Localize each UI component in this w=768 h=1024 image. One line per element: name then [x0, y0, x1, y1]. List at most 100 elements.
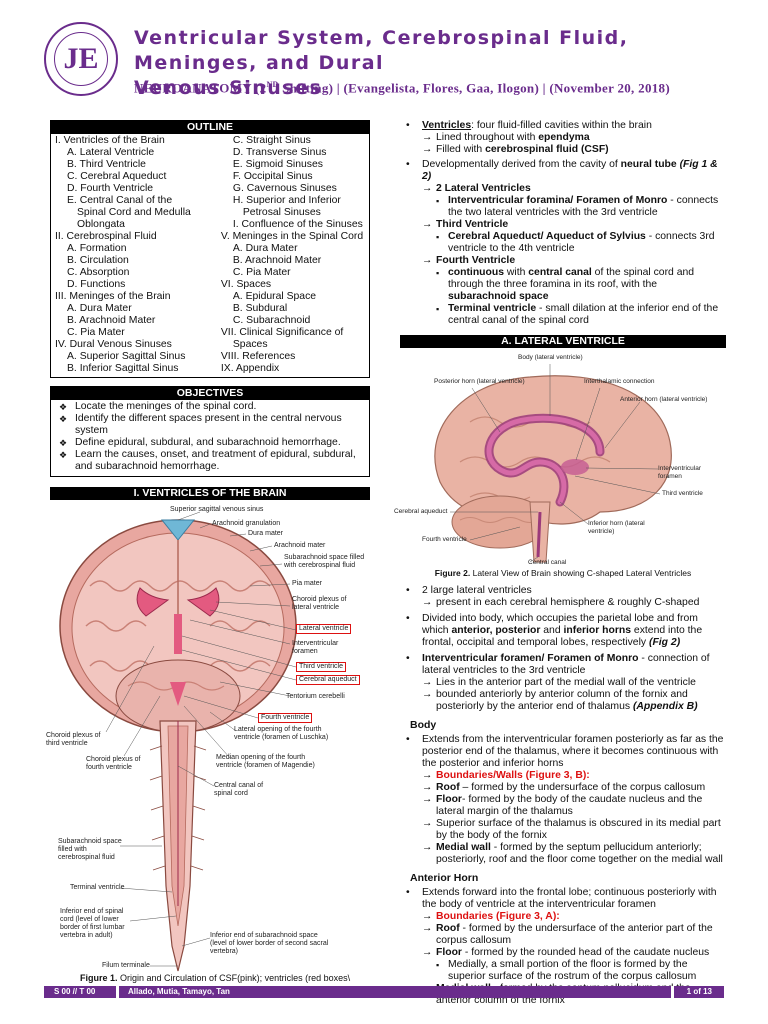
lateral-brain-diagram: [434, 364, 672, 563]
outline-item: B. Circulation: [67, 255, 129, 266]
bullet-ventricles: Ventricles: four fluid-filled cavities w…: [400, 120, 726, 132]
outline-item: C. Cerebral Aqueduct: [67, 171, 167, 182]
fig2-label-interthalamic: Interthalamic connection: [584, 378, 655, 385]
fig2-label-central-canal: Central canal: [528, 559, 567, 566]
item-anterior-medially: Medially, a small portion of the floor i…: [400, 959, 726, 983]
outline-item: C. Pia Mater: [67, 327, 125, 338]
fig2-label-posterior-horn: Posterior horn (lateral ventricle): [434, 378, 525, 385]
objective-item: Define epidural, subdural, and subarachn…: [55, 437, 365, 449]
arrow-anterior-floor: Floor - formed by the rounded head of th…: [400, 947, 726, 959]
fig1-label-central-canal: Central canal of spinal cord: [214, 782, 264, 797]
outline-item: B. Subdural: [232, 303, 288, 314]
outline-item: A. Superior Sagittal Sinus: [67, 351, 186, 362]
outline-item: B. Third Ventricle: [67, 159, 146, 170]
section-heading-ventricles: I. VENTRICLES OF THE BRAIN: [50, 487, 370, 500]
outline-item: I. Ventricles of the Brain: [55, 135, 165, 146]
fig1-label-lateral-ventricle: Lateral ventricle: [296, 624, 352, 634]
title-line-1: Ventricular System, Cerebrospinal Fluid,…: [134, 27, 629, 74]
fig1-label-lateral-opening: Lateral opening of the fourth ventricle …: [234, 726, 329, 741]
arrow-lies: Lies in the anterior part of the medial …: [400, 677, 726, 689]
arrow-body-boundaries: Boundaries/Walls (Figure 3, B):: [400, 770, 726, 782]
fig1-label-sss: Superior sagittal venous sinus: [170, 506, 264, 513]
objectives-heading: OBJECTIVES: [51, 387, 369, 400]
bullet-two-large: 2 large lateral ventricles: [400, 585, 726, 597]
arrow-third-ventricle: Third Ventricle: [400, 219, 726, 231]
footer-code: S 00 // T 00: [54, 987, 96, 996]
school-seal-logo: JE: [44, 22, 118, 96]
fig1-label-arachnoid-granulation: Arachnoid granulation: [212, 520, 281, 527]
bullet-body-extends: Extends from the interventricular forame…: [400, 734, 726, 770]
outline-item: VIII. References: [220, 351, 296, 362]
fig1-label-subarachnoid-space: Subarachnoid space filled with cerebrosp…: [58, 838, 122, 861]
outline-item: Spinal Cord and Medulla: [77, 207, 191, 218]
arrow-present: present in each cerebral hemisphere & ro…: [400, 597, 726, 609]
footer-authors: Allado, Mutia, Tamayo, Tan: [128, 987, 230, 996]
fig1-label-choroid-fourth: Choroid plexus of fourth ventricle: [86, 756, 141, 771]
outline-item: B. Inferior Sagittal Sinus: [67, 363, 179, 374]
fig1-label-inferior-end-cord: Inferior end of spinal cord (level of lo…: [60, 908, 125, 939]
figure-1-csf-circulation: Superior sagittal venous sinus Arachnoid…: [46, 506, 370, 976]
page-footer: S 00 // T 00 Allado, Mutia, Tamayo, Tan …: [44, 986, 724, 998]
arrow-body-medial: Medial wall - formed by the septum pellu…: [400, 842, 726, 866]
bullet-interventricular-foramen: Interventricular foramen/ Foramen of Mon…: [400, 653, 726, 677]
outline-item: B. Arachnoid Mater: [232, 255, 322, 266]
objective-item: Locate the meninges of the spinal cord.: [55, 401, 365, 413]
outline-item: D. Transverse Sinus: [232, 147, 327, 158]
arrow-filled: Filled with cerebrospinal fluid (CSF): [400, 144, 726, 156]
fig1-label-dura: Dura mater: [248, 530, 284, 537]
fig2-label-interventricular: Interventricular foramen: [658, 465, 701, 480]
outline-item: D. Functions: [67, 279, 126, 290]
outline-item: II. Cerebrospinal Fluid: [55, 231, 157, 242]
fig2-label-third-ventricle: Third ventricle: [662, 490, 703, 497]
fig1-label-interventricular: Interventricular foramen: [292, 640, 339, 655]
arrow-bounded: bounded anteriorly by anterior column of…: [400, 689, 726, 713]
right-column: Ventricles: four fluid-filled cavities w…: [394, 120, 726, 1007]
fig1-label-subarachnoid: Subarachnoid space filled with cerebrosp…: [284, 554, 365, 569]
outline-item: B. Arachnoid Mater: [67, 315, 156, 326]
arrow-anterior-roof: Roof - formed by the undersurface of the…: [400, 923, 726, 947]
fig1-label-third-ventricle: Third ventricle: [296, 662, 346, 672]
page-title: Ventricular System, Cerebrospinal Fluid,…: [134, 26, 734, 101]
outline-item: C. Straight Sinus: [232, 135, 311, 146]
fig1-label-median-opening: Median opening of the fourth ventricle (…: [216, 754, 315, 769]
fig2-label-anterior-horn: Anterior horn (lateral ventricle): [620, 396, 708, 403]
outline-item: E. Sigmoid Sinuses: [232, 159, 323, 170]
arrow-body-roof: Roof – formed by the undersurface of the…: [400, 782, 726, 794]
arrow-two-lateral: 2 Lateral Ventricles: [400, 183, 726, 195]
outline-item: A. Epidural Space: [232, 291, 317, 302]
outline-item: Petrosal Sinuses: [242, 207, 321, 218]
fig1-label-tentorium: Tentorium cerebelli: [286, 693, 345, 700]
bullet-developmental: Developmentally derived from the cavity …: [400, 159, 726, 183]
objectives-box: OBJECTIVES Locate the meninges of the sp…: [50, 386, 370, 477]
figure-2-lateral-brain: Body (lateral ventricle) Posterior horn …: [394, 352, 726, 567]
outline-item: H. Superior and Inferior: [232, 195, 341, 206]
objective-item: Learn the causes, onset, and treatment o…: [55, 449, 365, 473]
outline-item: Spaces: [232, 339, 268, 350]
arrow-lined: Lined throughout with ependyma: [400, 132, 726, 144]
bullet-divided: Divided into body, which occupies the pa…: [400, 613, 726, 649]
fig1-label-cerebral-aqueduct: Cerebral aqueduct: [296, 675, 360, 685]
fig1-label-pia: Pia mater: [292, 580, 322, 587]
fig2-label-inferior-horn: Inferior horn (lateral ventricle): [588, 520, 645, 535]
arrow-body-floor: Floor- formed by the body of the caudate…: [400, 794, 726, 818]
fig1-label-arachnoid-mater: Arachnoid mater: [274, 542, 326, 549]
outline-item: V. Meninges in the Spinal Cord: [220, 231, 364, 242]
arrow-fourth-ventricle: Fourth Ventricle: [400, 255, 726, 267]
figure-1-caption: Figure 1. Origin and Circulation of CSF(…: [80, 973, 351, 983]
fig2-label-cerebral-aqueduct: Cerebral aqueduct: [394, 508, 448, 515]
page-header: JE Ventricular System, Cerebrospinal Flu…: [0, 0, 768, 112]
outline-item: D. Fourth Ventricle: [67, 183, 154, 194]
fig2-label-fourth-ventricle: Fourth ventricle: [422, 536, 467, 543]
outline-item: A. Dura Mater: [67, 303, 132, 314]
item-interventricular-foramina: Interventricular foramina/ Foramen of Mo…: [400, 195, 726, 219]
fig1-label-terminal-ventricle: Terminal ventricle: [70, 884, 125, 891]
arrow-anterior-boundaries: Boundaries (Figure 3, A):: [400, 911, 726, 923]
outline-item: VII. Clinical Significance of: [220, 327, 344, 338]
csf-diagram: [59, 511, 297, 972]
section-heading-lateral-ventricle: A. LATERAL VENTRICLE: [400, 335, 726, 348]
outline-item: VI. Spaces: [220, 279, 272, 290]
footer-page-number: 1 of 13: [686, 987, 712, 996]
outline-item: C. Subarachnoid: [232, 315, 311, 326]
